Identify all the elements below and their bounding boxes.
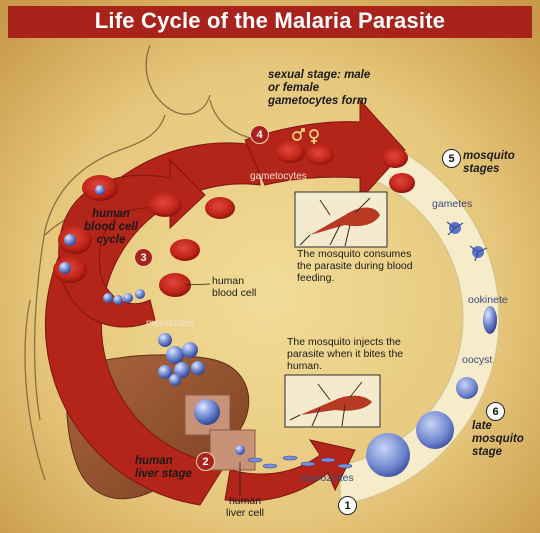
merozoites-label: merozoites xyxy=(146,318,195,329)
mosquito-inset-feeding xyxy=(294,191,388,248)
red-arrow-to-mosquito xyxy=(224,439,356,502)
stage-6-label: late mosquito stage xyxy=(472,420,524,458)
sporozoites-label: sporozoites xyxy=(300,472,354,484)
human-figure-sketch xyxy=(24,44,261,481)
biting-caption: The mosquito injects the parasite when i… xyxy=(287,336,404,372)
stage-1-number: 1 xyxy=(338,496,357,515)
gametes-label: gametes xyxy=(432,198,473,210)
liver-cells xyxy=(184,394,256,471)
stage-2-label: human liver stage xyxy=(135,455,192,480)
stage-3-label: human blood cell cycle xyxy=(84,208,138,246)
mosquito-inset-biting xyxy=(284,374,381,428)
stage-2-number: 2 xyxy=(196,452,215,471)
stage-4-label: sexual stage: male or female gametocytes… xyxy=(268,69,371,107)
oocysts xyxy=(366,377,478,477)
oocyst-label: oocyst xyxy=(462,354,493,366)
stage-3-number: 3 xyxy=(134,248,153,267)
human-blood-cell-label: human blood cell xyxy=(212,275,257,299)
merozoite-cluster xyxy=(59,185,205,386)
stage-4-number: 4 xyxy=(250,125,269,144)
gender-symbols-icon xyxy=(292,128,319,144)
stage-6-number: 6 xyxy=(486,402,505,421)
leader-lines xyxy=(184,283,241,495)
ookinete xyxy=(483,306,497,334)
sporozoites xyxy=(247,455,353,469)
gametes xyxy=(446,221,488,262)
ookinete-label: ookinete xyxy=(468,294,508,306)
stage-5-number: 5 xyxy=(442,149,461,168)
gametocytes-label: gametocytes xyxy=(250,171,307,182)
page-title: Life Cycle of the Malaria Parasite xyxy=(94,8,446,33)
human-liver-cell-label: human liver cell xyxy=(226,495,264,519)
stage-5-label: mosquito stages xyxy=(463,150,515,175)
title-banner xyxy=(8,6,532,38)
feeding-caption: The mosquito consumes the parasite durin… xyxy=(297,248,413,284)
